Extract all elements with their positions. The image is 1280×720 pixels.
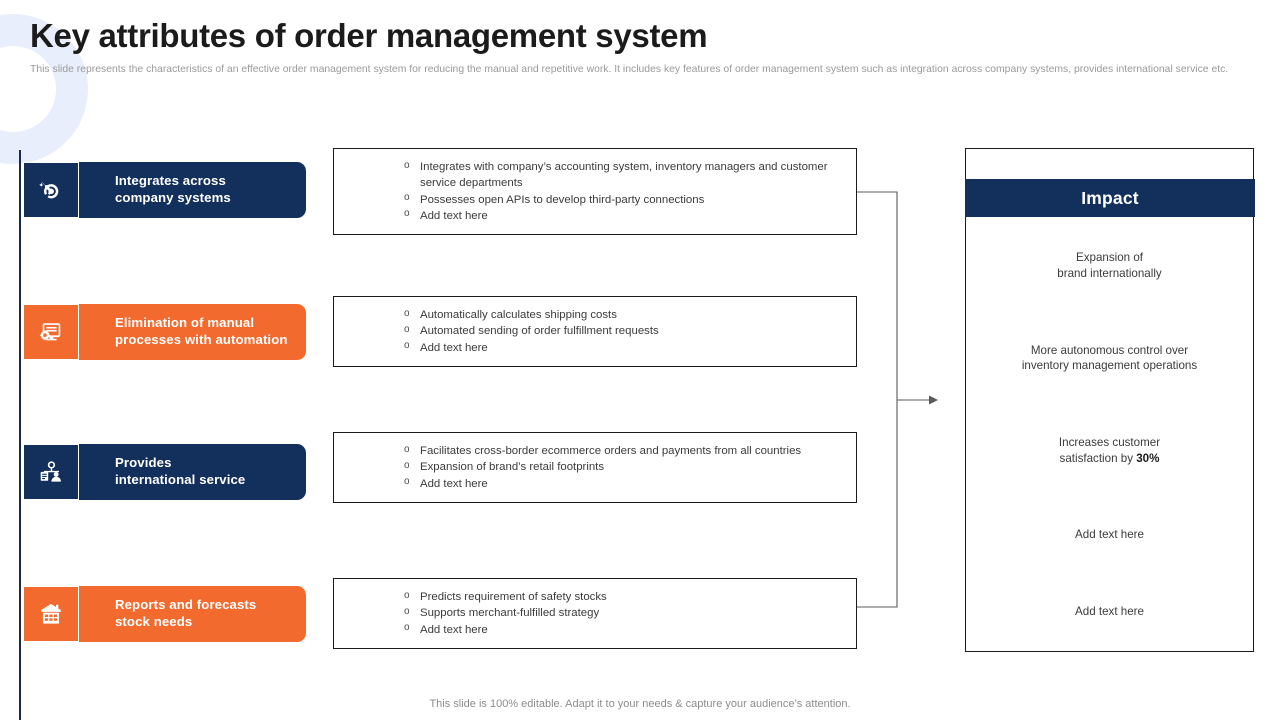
warehouse-icon: [23, 586, 79, 642]
page-title: Key attributes of order management syste…: [30, 17, 708, 54]
impact-item-list: Expansion of brand internationally More …: [966, 220, 1253, 650]
detail-item: Facilitates cross-border ecommerce order…: [404, 442, 844, 459]
detail-box-1: Integrates with company’s accounting sys…: [333, 148, 857, 236]
detail-item: Add text here: [404, 207, 844, 224]
attribute-label-1: Integrates across company systems: [115, 173, 231, 205]
attribute-label-4: Reports and forecasts stock needs: [115, 597, 257, 629]
detail-box-4: Predicts requirement of safety stocks Su…: [333, 578, 857, 649]
detail-item: Integrates with company’s accounting sys…: [404, 159, 844, 192]
impact-item: Increases customer satisfaction by 30%: [1058, 435, 1161, 465]
detail-item: Add text here: [404, 339, 844, 356]
attribute-pill-2[interactable]: Elimination of manual processes with aut…: [60, 304, 306, 360]
impact-item: Expansion of brand internationally: [1057, 251, 1162, 281]
detail-item: Predicts requirement of safety stocks: [404, 588, 844, 605]
attribute-pill-3[interactable]: Provides international service: [60, 444, 306, 500]
monitor-gear-icon: [23, 304, 79, 360]
attribute-row-2[interactable]: Elimination of manual processes with aut…: [23, 304, 306, 360]
attribute-row-4[interactable]: Reports and forecasts stock needs: [23, 586, 306, 642]
attribute-pill-4[interactable]: Reports and forecasts stock needs: [60, 586, 306, 642]
detail-item: Add text here: [404, 621, 844, 638]
impact-item: Add text here: [1075, 604, 1144, 618]
detail-list-3: Facilitates cross-border ecommerce order…: [404, 442, 844, 492]
detail-item: Automated sending of order fulfillment r…: [404, 323, 844, 339]
impact-header-bar: Impact: [965, 179, 1255, 217]
impact-panel: [965, 148, 1254, 652]
people-network-icon: [23, 444, 79, 500]
slide-header: Key attributes of order management syste…: [30, 17, 1245, 77]
attribute-label-2: Elimination of manual processes with aut…: [115, 315, 288, 347]
gear-wrench-icon: [23, 162, 79, 218]
detail-list-4: Predicts requirement of safety stocks Su…: [404, 588, 844, 638]
detail-item: Possesses open APIs to develop third-par…: [404, 191, 844, 208]
detail-item: Add text here: [404, 475, 844, 492]
attribute-row-1[interactable]: Integrates across company systems: [23, 162, 306, 218]
detail-item: Automatically calculates shipping costs: [404, 306, 844, 323]
attribute-pill-1[interactable]: Integrates across company systems: [60, 162, 306, 218]
detail-list-1: Integrates with company’s accounting sys…: [404, 159, 844, 224]
page-subtitle: This slide represents the characteristic…: [30, 64, 1229, 76]
footer-note: This slide is 100% editable. Adapt it to…: [429, 698, 851, 710]
attribute-label-3: Provides international service: [115, 455, 246, 487]
left-vertical-rule: [19, 150, 21, 720]
detail-box-3: Facilitates cross-border ecommerce order…: [333, 432, 857, 503]
impact-title: Impact: [1081, 187, 1139, 208]
attribute-row-3[interactable]: Provides international service: [23, 444, 306, 500]
impact-item: Add text here: [1075, 528, 1144, 542]
detail-item: Expansion of brand’s retail footprints: [404, 459, 844, 475]
arrow-head: [929, 395, 938, 405]
detail-list-2: Automatically calculates shipping costs …: [404, 306, 844, 356]
impact-item: More autonomous control over inventory m…: [1021, 343, 1198, 373]
detail-box-2: Automatically calculates shipping costs …: [333, 296, 857, 367]
detail-item: Supports merchant-fulfilled strategy: [404, 605, 844, 621]
